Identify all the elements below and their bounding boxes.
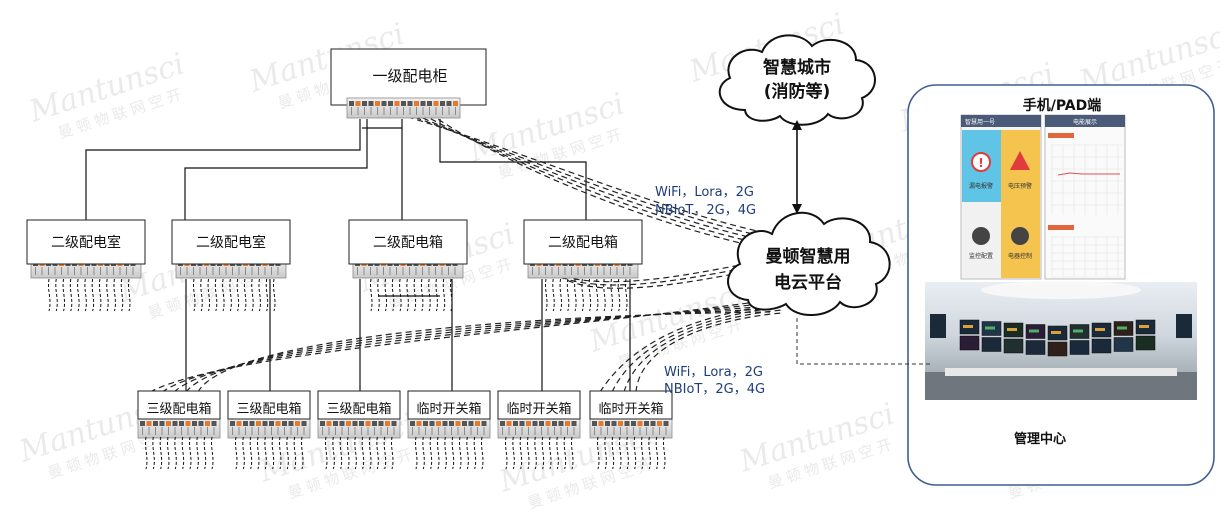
third-level-label-5: 临时开关箱 bbox=[506, 401, 571, 417]
tile-label-4: 电器控制 bbox=[1008, 252, 1032, 260]
network-lower-line1: WiFi，Lora，2G bbox=[664, 365, 763, 380]
cloud-city-line2: (消防等) bbox=[764, 81, 831, 102]
third-level-breakers-6 bbox=[589, 417, 673, 439]
third-level-box-2: 三级配电箱 bbox=[227, 390, 311, 420]
second-level-box-3: 二级配电箱 bbox=[348, 219, 468, 265]
second-level-label-1: 二级配电室 bbox=[51, 234, 121, 251]
third-level-label-3: 三级配电箱 bbox=[326, 401, 391, 417]
outgoing-cables bbox=[145, 436, 214, 470]
third-level-breakers-4 bbox=[407, 417, 491, 439]
cloud-city-line1: 智慧城市 bbox=[763, 57, 831, 78]
control-room-image bbox=[925, 281, 1197, 400]
second-level-box-4: 二级配电箱 bbox=[523, 219, 643, 265]
control-icon bbox=[1011, 227, 1029, 245]
warning-icon bbox=[1010, 151, 1030, 170]
third-level-box-3: 三级配电箱 bbox=[317, 390, 401, 420]
solid-wiring bbox=[85, 119, 631, 391]
third-level-label-2: 三级配电箱 bbox=[236, 401, 301, 417]
third-level-box-6: 临时开关箱 bbox=[589, 390, 673, 420]
second-level-label-2: 二级配电室 bbox=[196, 234, 266, 251]
third-level-breakers-5 bbox=[497, 417, 581, 439]
cloud-platform-line2: 电云平台 bbox=[774, 272, 842, 293]
cloud-smart-city: 智慧城市 (消防等) bbox=[718, 34, 876, 126]
second-level-box-2: 二级配电室 bbox=[171, 219, 291, 265]
third-level-label-4: 临时开关箱 bbox=[416, 401, 481, 417]
phone-chart-line bbox=[1057, 172, 1120, 176]
monitor-icon bbox=[972, 227, 990, 245]
phone-right-top: 电能展示 bbox=[1073, 118, 1097, 126]
outgoing-cables bbox=[545, 278, 628, 312]
phone-screen-right: 电能展示 bbox=[1044, 114, 1126, 280]
alarm-glyph: ! bbox=[978, 156, 983, 170]
outgoing-cables bbox=[193, 278, 276, 312]
tile-label-3: 监控配置 bbox=[969, 252, 993, 260]
outgoing-cables bbox=[48, 278, 131, 312]
phone-chart-grid bbox=[1050, 144, 1122, 278]
third-level-label-6: 临时开关箱 bbox=[598, 401, 663, 417]
phone-left-top: 智慧用一号 bbox=[965, 118, 995, 126]
tile-label-2: 电压预警 bbox=[1008, 182, 1032, 190]
cloud-platform-line1: 曼顿智慧用 bbox=[766, 246, 851, 267]
third-level-breakers-1 bbox=[137, 417, 221, 439]
third-level-box-5: 临时开关箱 bbox=[497, 390, 581, 420]
platform-to-center-link bbox=[796, 318, 930, 365]
network-upper-line2: NBIoT，2G，4G bbox=[655, 203, 756, 218]
wireless-links bbox=[149, 113, 783, 393]
network-lower-line2: NBIoT，2G，4G bbox=[664, 382, 765, 397]
third-level-box-1: 三级配电箱 bbox=[137, 390, 221, 420]
top-cabinet: 一级配电柜 bbox=[330, 48, 487, 106]
client-panel: 手机/PAD端 智慧用一号 ! 漏电报警 电压预警 监控配置 电器控制 电能展示 bbox=[907, 84, 1215, 486]
second-level-label-4: 二级配电箱 bbox=[548, 235, 618, 251]
alarm-icon bbox=[971, 152, 991, 172]
third-level-breakers-2 bbox=[227, 417, 311, 439]
outgoing-cables bbox=[235, 436, 304, 470]
outgoing-cables bbox=[597, 436, 666, 470]
outgoing-cables bbox=[370, 278, 453, 312]
third-level-label-1: 三级配电箱 bbox=[146, 401, 211, 417]
second-level-label-3: 二级配电箱 bbox=[373, 235, 443, 251]
breaker-rails bbox=[30, 97, 673, 470]
mobile-title: 手机/PAD端 bbox=[1023, 97, 1102, 114]
outgoing-cables bbox=[415, 436, 484, 470]
outgoing-cables bbox=[505, 436, 574, 470]
phone-screen-left: 智慧用一号 ! 漏电报警 电压预警 监控配置 电器控制 bbox=[960, 114, 1042, 280]
top-cabinet-label: 一级配电柜 bbox=[372, 67, 447, 85]
mgmt-label: 管理中心 bbox=[1014, 431, 1066, 447]
network-upper-line1: WiFi，Lora，2G bbox=[655, 185, 754, 200]
cloud-platform: 曼顿智慧用 电云平台 bbox=[727, 211, 891, 317]
third-level-breakers-3 bbox=[317, 417, 401, 439]
outgoing-cables bbox=[325, 436, 394, 470]
second-level-box-1: 二级配电室 bbox=[26, 219, 146, 265]
monitor-wall bbox=[930, 314, 1192, 357]
cloud-link-arrow bbox=[792, 120, 802, 214]
third-level-box-4: 临时开关箱 bbox=[407, 390, 491, 420]
top-cabinet-breakers bbox=[346, 97, 461, 119]
tile-label-1: 漏电报警 bbox=[969, 182, 993, 190]
